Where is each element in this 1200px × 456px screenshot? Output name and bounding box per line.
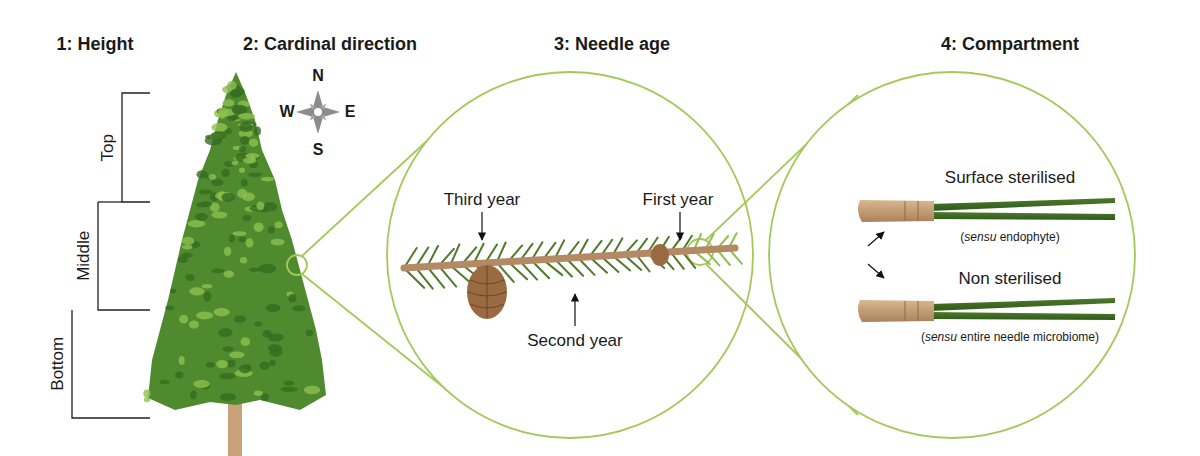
compass-letter: E [345,103,356,121]
compass-letter: N [312,67,324,85]
height-label: Middle [74,231,94,281]
panel-heading: 4: Compartment [941,34,1079,55]
compass-rose [296,90,340,134]
tree [143,72,326,456]
needle-sterilised [858,198,1115,222]
split-arrow [868,232,884,278]
height-bracket [72,93,150,418]
needle-non-sterilised [858,298,1115,322]
branch [404,233,742,319]
pointer-arrow [482,212,680,326]
height-label: Bottom [48,337,68,391]
zoom-lines [287,72,1135,438]
compass-letter: S [313,141,324,159]
panel-heading: 2: Cardinal direction [243,34,417,55]
panel-heading: 1: Height [56,34,133,55]
age-label: First year [643,190,714,210]
panel-heading: 3: Needle age [554,34,670,55]
compass-letter: W [279,103,294,121]
compartment-label: Non sterilised [959,269,1062,289]
age-label: Third year [444,190,521,210]
height-label: Top [98,134,118,161]
compartment-label: Surface sterilised [945,168,1075,188]
compartment-note: (sensu endophyte) [960,231,1059,245]
age-label: Second year [527,331,622,351]
compartment-note: (sensu entire needle microbiome) [921,331,1099,345]
